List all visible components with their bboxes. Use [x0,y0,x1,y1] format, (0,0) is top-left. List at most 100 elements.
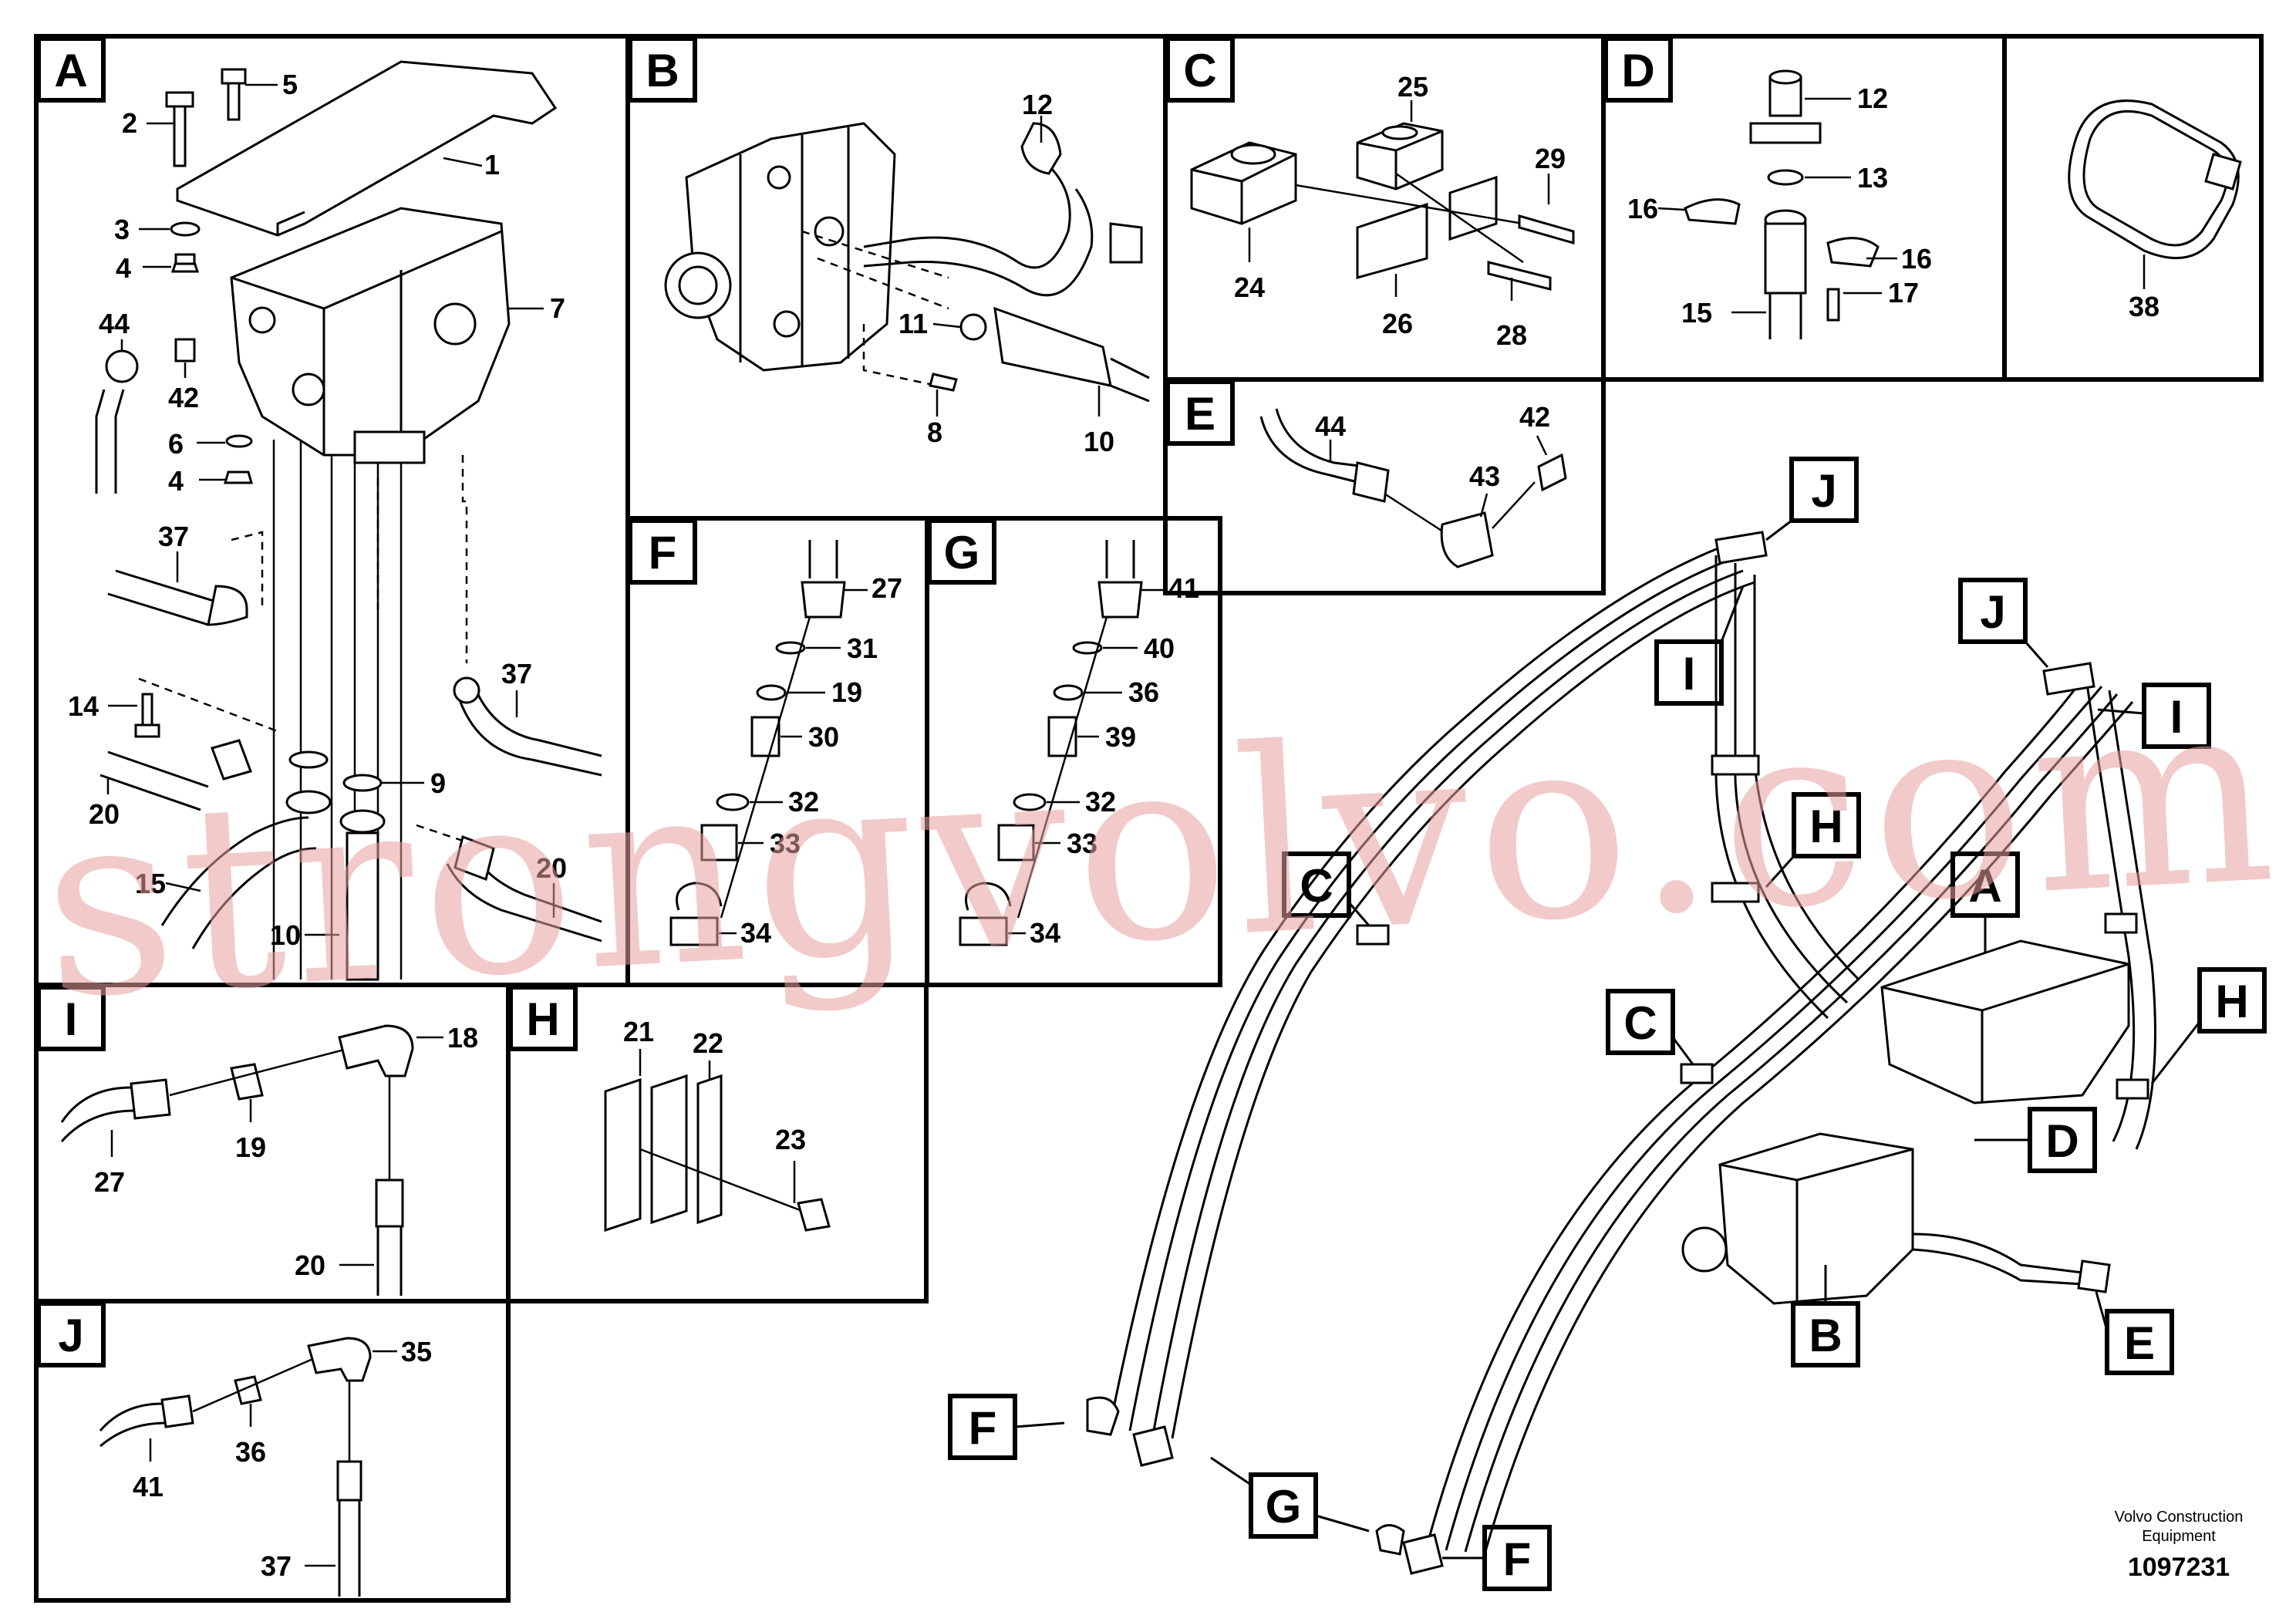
svg-text:G: G [1266,1481,1302,1533]
svg-text:J: J [1980,586,2005,638]
tag-f-left: F [948,1394,1065,1460]
panel-i-drawing [60,1024,414,1296]
svg-text:F: F [1503,1533,1532,1585]
tag-j-right: J [1958,578,2049,668]
callout-32: 32 [788,786,819,818]
callout-10: 10 [270,919,301,951]
panel-d-callouts: 12 13 16 16 17 15 [1627,83,1932,329]
tag-g-overview: G [1210,1456,1370,1539]
callout-4b: 4 [168,465,184,497]
panel-g-label: G [927,518,996,585]
panel-h-label: H [508,985,578,1051]
panel-b-drawing [664,122,1150,403]
callout-39: 39 [1105,721,1136,753]
panel-letter-boxes: A B C D E F G I [36,36,1673,1367]
svg-text:F: F [969,1402,997,1454]
svg-text:C: C [1183,45,1216,96]
panel-a-callouts: 1 2 3 4 5 6 4 7 44 42 37 37 14 9 20 15 1… [68,69,567,951]
callout-20i: 20 [295,1249,325,1281]
callout-20: 20 [89,798,120,830]
callout-27i: 27 [94,1166,125,1198]
callout-30: 30 [808,721,839,753]
callout-43: 43 [1469,460,1500,492]
callout-25: 25 [1397,71,1428,103]
svg-text:G: G [944,527,980,578]
tag-c-left: C [1282,851,1371,926]
callout-2: 2 [122,107,137,139]
panel-f-drawing [669,540,846,946]
panel-a-label: A [36,36,106,103]
callout-37b: 37 [501,658,532,690]
tag-a-overview: A [1950,851,2020,953]
panel-g-drawing [959,540,1143,946]
callout-6: 6 [168,428,184,460]
callout-20b: 20 [536,852,567,884]
callout-8: 8 [927,416,942,448]
panel-38-drawing [2068,99,2242,260]
svg-text:E: E [1185,388,1215,440]
panel-frames [34,34,2264,1603]
svg-text:H: H [2215,976,2248,1027]
tag-j-top: J [1765,457,1859,541]
panel-e-callouts: 44 42 43 [1315,401,1550,518]
panel-j-label: J [36,1301,106,1367]
panel-h-drawing [604,1074,831,1233]
tag-d-overview: D [1974,1107,2097,1173]
callout-33: 33 [770,828,801,859]
callout-24: 24 [1234,271,1265,303]
panel-f-label: F [628,518,697,585]
callout-22: 22 [693,1027,723,1059]
panel-d-label: D [1603,36,1673,103]
callout-26: 26 [1382,308,1413,339]
callout-33g: 33 [1067,828,1097,859]
panel-38-callouts: 38 [2129,255,2159,322]
drawing-number: 1097231 [2128,1553,2230,1582]
callout-40: 40 [1144,632,1175,664]
tag-i-right: I [2097,683,2211,749]
panel-j-drawing [99,1337,372,1597]
callout-42: 42 [168,382,199,413]
panel-e-drawing [1259,408,1567,568]
tag-b-overview: B [1791,1265,1860,1367]
callout-14: 14 [68,690,99,722]
tag-h-right: H [2150,967,2267,1084]
svg-text:J: J [58,1310,83,1361]
callout-37: 37 [158,521,189,552]
tag-e-overview: E [2095,1291,2174,1375]
tag-i-left: I [1654,585,1745,706]
panel-c-callouts: 25 29 24 26 28 [1234,71,1566,351]
svg-text:D: D [1621,45,1654,96]
svg-text:H: H [526,993,559,1045]
callout-34: 34 [740,917,771,949]
svg-text:B: B [646,45,679,96]
svg-text:C: C [1623,997,1657,1049]
svg-text:B: B [1809,1310,1842,1361]
svg-text:A: A [1968,860,2001,912]
overview-tags: J J I I H H A C C D B E F G F [948,457,2267,1591]
svg-text:H: H [1809,801,1843,852]
panel-g-callouts: 41 40 36 39 32 33 34 [1008,572,1199,949]
callout-34g: 34 [1030,917,1060,949]
callout-16b: 16 [1901,243,1932,275]
callout-7: 7 [550,292,565,324]
panel-e-label: E [1165,379,1235,446]
callout-1: 1 [484,149,500,180]
callout-10b: 10 [1084,426,1114,457]
callout-28: 28 [1496,319,1527,351]
callout-17: 17 [1888,277,1919,309]
callout-12: 12 [1022,89,1053,120]
panel-a-drawing [95,60,602,981]
callout-38: 38 [2129,291,2159,322]
svg-text:I: I [1683,648,1696,700]
callout-29: 29 [1535,143,1566,174]
panel-c-label: C [1165,36,1235,103]
panel-i-label: I [36,985,106,1051]
footer: Volvo Construction Equipment 1097231 [2115,1509,2244,1582]
callout-41: 41 [1168,572,1199,604]
callout-42e: 42 [1519,401,1550,433]
svg-text:J: J [1811,465,1836,517]
panel-b-label: B [628,36,697,103]
tag-h-center: H [1765,792,1861,889]
callout-23: 23 [775,1124,806,1155]
